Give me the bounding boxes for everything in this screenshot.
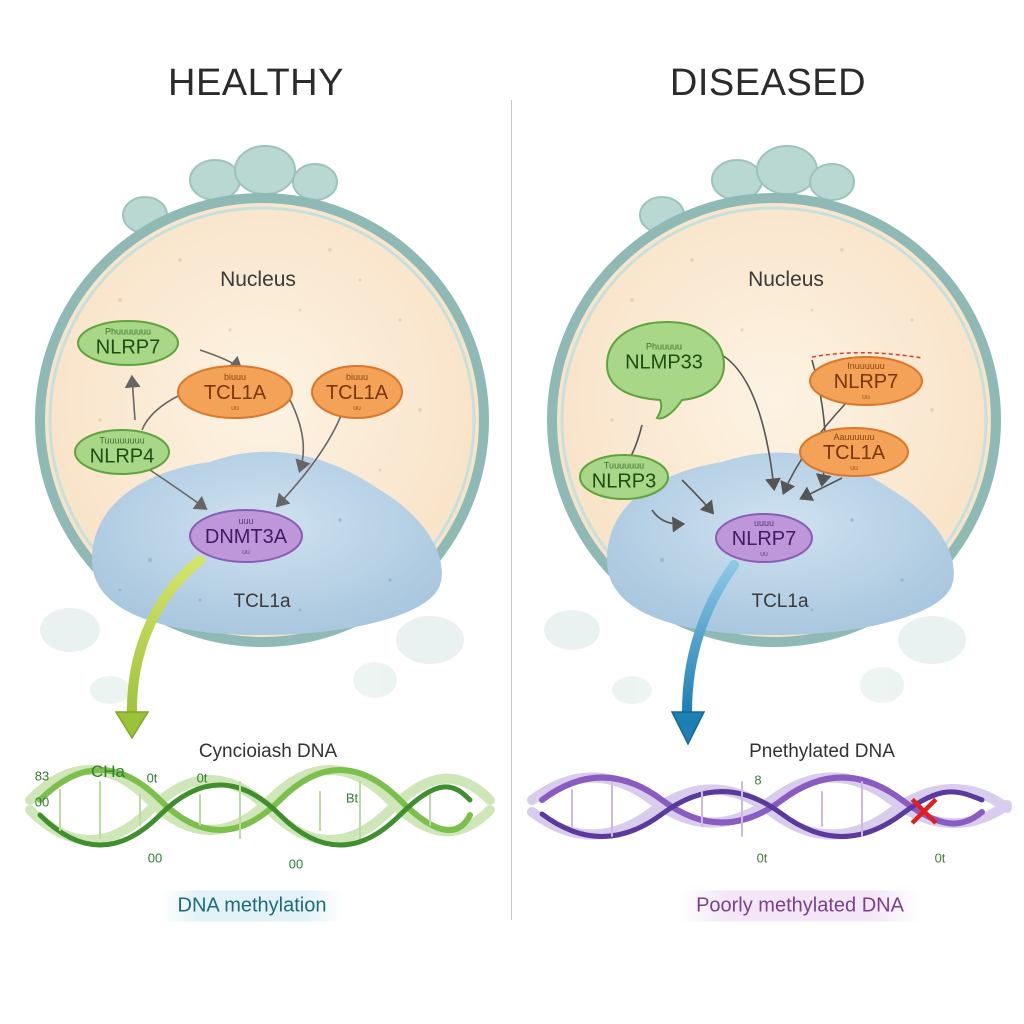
methyl-mark: 8 — [754, 772, 762, 788]
methyl-mark: 00 — [288, 856, 304, 872]
diseased-down-arrow-head — [670, 711, 706, 746]
node-tcl1a-a-shape — [177, 365, 293, 419]
membrane-bumps — [639, 145, 855, 234]
node-nlrp7-label: NLRP7 — [833, 371, 899, 393]
node-tcl1a-b-tiny: uu — [353, 405, 361, 412]
node-nlrp7-core-shape — [715, 513, 813, 563]
methyl-mark: 0t — [934, 850, 946, 866]
node-tcl1a-b-label: TCL1A — [325, 382, 389, 404]
node-tcl1a-b: biuuu TCL1A uu — [326, 372, 388, 412]
methyl-mark: 83 — [34, 768, 50, 784]
node-nlrp7-shape — [809, 356, 923, 406]
diseased-cell-illustration — [527, 145, 1012, 840]
diseased-title: DISEASED — [669, 62, 867, 104]
node-nlrp7-core-tiny: uu — [760, 551, 768, 558]
node-dnmt3a-tiny: uu — [242, 549, 250, 556]
node-nlmp33: Phuuuuu NLMP33 — [625, 342, 703, 375]
methyl-mark: 0t — [196, 770, 208, 786]
node-dnmt3a-label: DNMT3A — [204, 526, 288, 548]
diseased-caption: Poorly methylated DNA — [680, 890, 920, 922]
healthy-nucleus-label: Nucleus — [220, 268, 296, 291]
diseased-nucleus-label: Nucleus — [748, 268, 824, 291]
node-tcl1a: Aauuuuuu TCL1A uu — [823, 432, 885, 472]
methyl-mark: 00 — [34, 794, 50, 810]
node-nlrp7: Phuuuuuuu NLRP7 — [96, 327, 160, 360]
healthy-down-arrow-head — [114, 711, 150, 740]
unmethylated-x-icon: ✕ — [904, 786, 944, 838]
node-nlrp7-sublabel: Inuuuuuu — [847, 361, 885, 371]
healthy-panel: HEALTHY — [25, 62, 495, 922]
healthy-core-label: TCL1a — [233, 591, 291, 612]
node-tcl1a-a-label: TCL1A — [203, 382, 267, 404]
node-nlrp7-tiny: uu — [862, 394, 870, 401]
node-nlrp7-core-label: NLRP7 — [731, 528, 797, 550]
methyl-mark: Bt — [345, 790, 359, 806]
background-blobs — [40, 608, 464, 704]
node-tcl1a-b-sublabel: biuuu — [345, 372, 369, 382]
healthy-title: HEALTHY — [168, 62, 344, 104]
node-tcl1a-a-tiny: uu — [231, 405, 239, 412]
diseased-core-label: TCL1a — [751, 591, 809, 612]
node-nlrp3-shape — [579, 454, 669, 500]
healthy-cell-illustration — [25, 145, 495, 848]
node-tcl1a-a: biuuu TCL1A uu — [204, 372, 266, 412]
methyl-mark: 0t — [756, 850, 768, 866]
node-nlmp33-shape — [605, 320, 726, 420]
node-nlrp4-label: NLRP4 — [89, 445, 155, 468]
healthy-caption: DNA methylation — [161, 890, 343, 922]
node-nlrp3-label: NLRP3 — [591, 470, 657, 493]
node-tcl1a-b-shape — [311, 365, 403, 419]
node-nlrp4: Tuuuuuuuu NLRP4 — [90, 436, 154, 469]
node-nlrp3: Tuuuuuuu NLRP3 — [592, 461, 656, 494]
methyl-mark: CHa — [90, 762, 126, 781]
background-blobs — [544, 610, 966, 704]
node-nlrp7-core: uuuu NLRP7 uu — [732, 518, 796, 558]
node-nlrp7-shape — [77, 320, 179, 366]
methyl-mark: 0t — [146, 770, 158, 786]
node-tcl1a-tiny: uu — [850, 465, 858, 472]
node-dnmt3a-sublabel: uuu — [238, 516, 254, 526]
node-dnmt3a-shape — [189, 509, 303, 563]
membrane-bumps — [122, 145, 338, 234]
node-dnmt3a: uuu DNMT3A uu — [205, 516, 287, 556]
node-nlrp7-sublabel: Phuuuuuuu — [104, 326, 152, 337]
diseased-dna-helix — [527, 772, 1012, 840]
healthy-dna-helix — [25, 765, 495, 848]
node-nlrp4-sublabel: Tuuuuuuuu — [99, 435, 145, 446]
node-nlrp4-shape — [74, 429, 170, 475]
node-tcl1a-label: TCL1A — [822, 442, 886, 464]
node-nlmp33-label: NLMP33 — [625, 351, 703, 374]
node-tcl1a-sublabel: Aauuuuuu — [833, 432, 875, 442]
node-tcl1a-a-sublabel: biuuu — [223, 372, 247, 382]
node-nlrp3-sublabel: Tuuuuuuu — [603, 460, 645, 471]
node-nlrp7: Inuuuuuu NLRP7 uu — [834, 361, 898, 401]
node-nlmp33-sublabel: Phuuuuu — [645, 341, 683, 352]
node-tcl1a-shape — [799, 427, 909, 477]
node-nlrp7-label: NLRP7 — [95, 336, 161, 359]
healthy-dna-label: Cyncioiash DNA — [198, 741, 338, 762]
methyl-mark: 00 — [147, 850, 163, 866]
diseased-dna-label: Pnethylated DNA — [749, 741, 895, 762]
node-nlrp7-core-sublabel: uuuu — [753, 518, 775, 528]
panel-divider — [511, 100, 512, 920]
diseased-panel: DISEASED — [512, 0, 1024, 1024]
